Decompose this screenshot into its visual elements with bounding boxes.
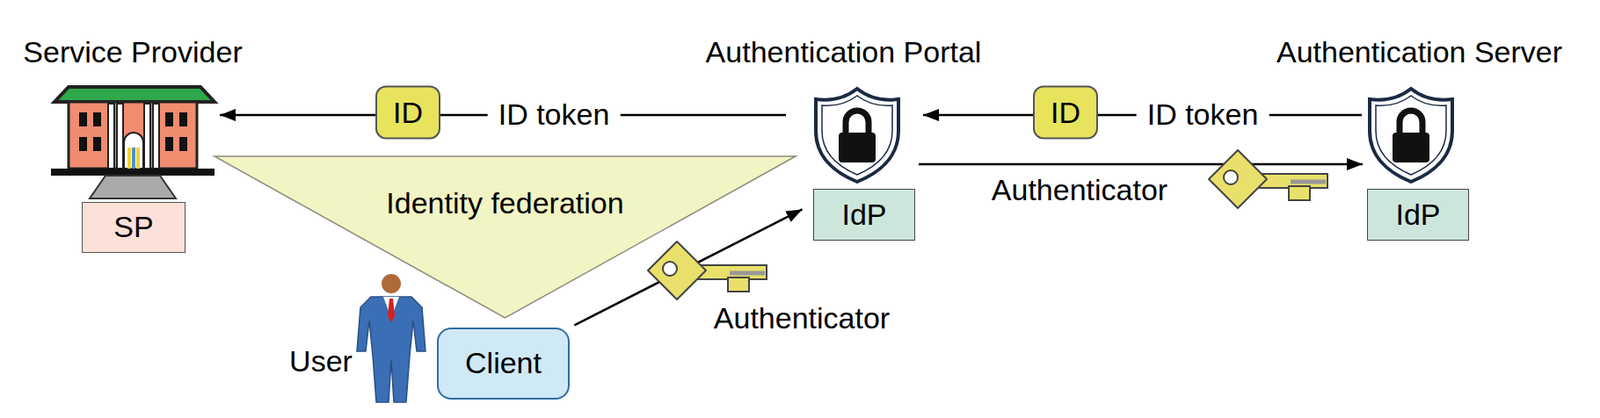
shield-lock-icon-part [1399,110,1423,135]
shield-lock-icon-part [1375,95,1447,175]
user-figure [356,274,426,403]
client-box: Client [436,327,570,400]
building-icon-part [108,103,115,169]
shield-lock-icon-part [1392,132,1430,163]
shield-lock-icon [1369,88,1453,182]
user-figure-part [383,297,400,319]
edge-label: Authenticator [991,173,1168,208]
building-icon-part [93,112,102,127]
building-icon-part [93,137,102,152]
building-icon-part [136,147,140,169]
triangle-outline [214,156,796,319]
user-figure-part [387,298,395,323]
user-label: User [289,344,353,379]
key-icon-part [1208,150,1267,209]
node-text: SP [113,210,153,245]
edge-label: ID token [1136,97,1270,132]
key-icon-part [1288,186,1310,201]
shield-lock-icon-part [845,110,869,135]
federation-triangle: Identity federation [214,156,796,319]
building-icon-part [79,137,88,152]
building-icon-part [50,168,215,176]
group-heading: Authentication Server [1276,35,1563,70]
building-icon-part [144,103,151,169]
edge-label: Authenticator [713,301,890,336]
user-figure-part [356,297,426,403]
building-icon-part [131,147,136,169]
node-text: Identity federation [214,186,796,221]
node-text: IdP [1395,197,1440,233]
portal-group: Authentication PortalIdP [808,87,919,241]
building-icon-part [179,112,188,127]
shield-lock-icon-part [1369,88,1453,182]
shield-lock-icon-part [838,132,876,163]
building-icon-part [123,132,144,169]
key-icon [647,241,767,300]
key-icon-part [1255,174,1328,189]
building-icon-part [179,137,188,152]
building-icon-part [54,87,215,102]
id-badge: ID [375,86,441,140]
building-icon-part [89,175,176,199]
user-figure-part [381,274,401,294]
building-icon-part [152,103,160,169]
group-heading: Authentication Portal [705,35,982,70]
triangle-shape [214,156,796,319]
group-heading: Service Provider [22,35,242,70]
id-badge: ID [1032,86,1099,140]
building-icon-part [116,103,124,169]
shield-lock-icon-part [821,95,893,175]
building-icon-part [79,112,88,127]
sp-box: SP [81,202,186,254]
key-icon-part [1223,170,1238,185]
key-icon [1208,150,1328,209]
key-icon-part [647,241,706,300]
key-icon-part [694,265,767,280]
key-icon-part [727,277,750,292]
node-text: IdP [841,197,887,233]
node-text: Client [465,346,542,381]
service-provider-group: Service ProviderSP [50,87,215,254]
key-icon-part [729,271,765,277]
shield-lock-icon-part [815,88,899,182]
building-icon-part [68,101,197,169]
building-icon-part [165,112,174,127]
key-icon-part [662,261,677,277]
idp-box: IdP [813,189,916,241]
flow-arrow [918,163,1363,167]
building-icon-part [165,137,174,152]
server-group: Authentication ServerIdP [1362,87,1473,241]
idp-box: IdP [1367,189,1470,241]
key-icon-part [1290,180,1326,185]
edge-label: ID token [487,97,621,132]
shield-lock-icon [815,88,899,182]
building-icon-part [127,147,131,169]
building-icon [50,87,215,199]
